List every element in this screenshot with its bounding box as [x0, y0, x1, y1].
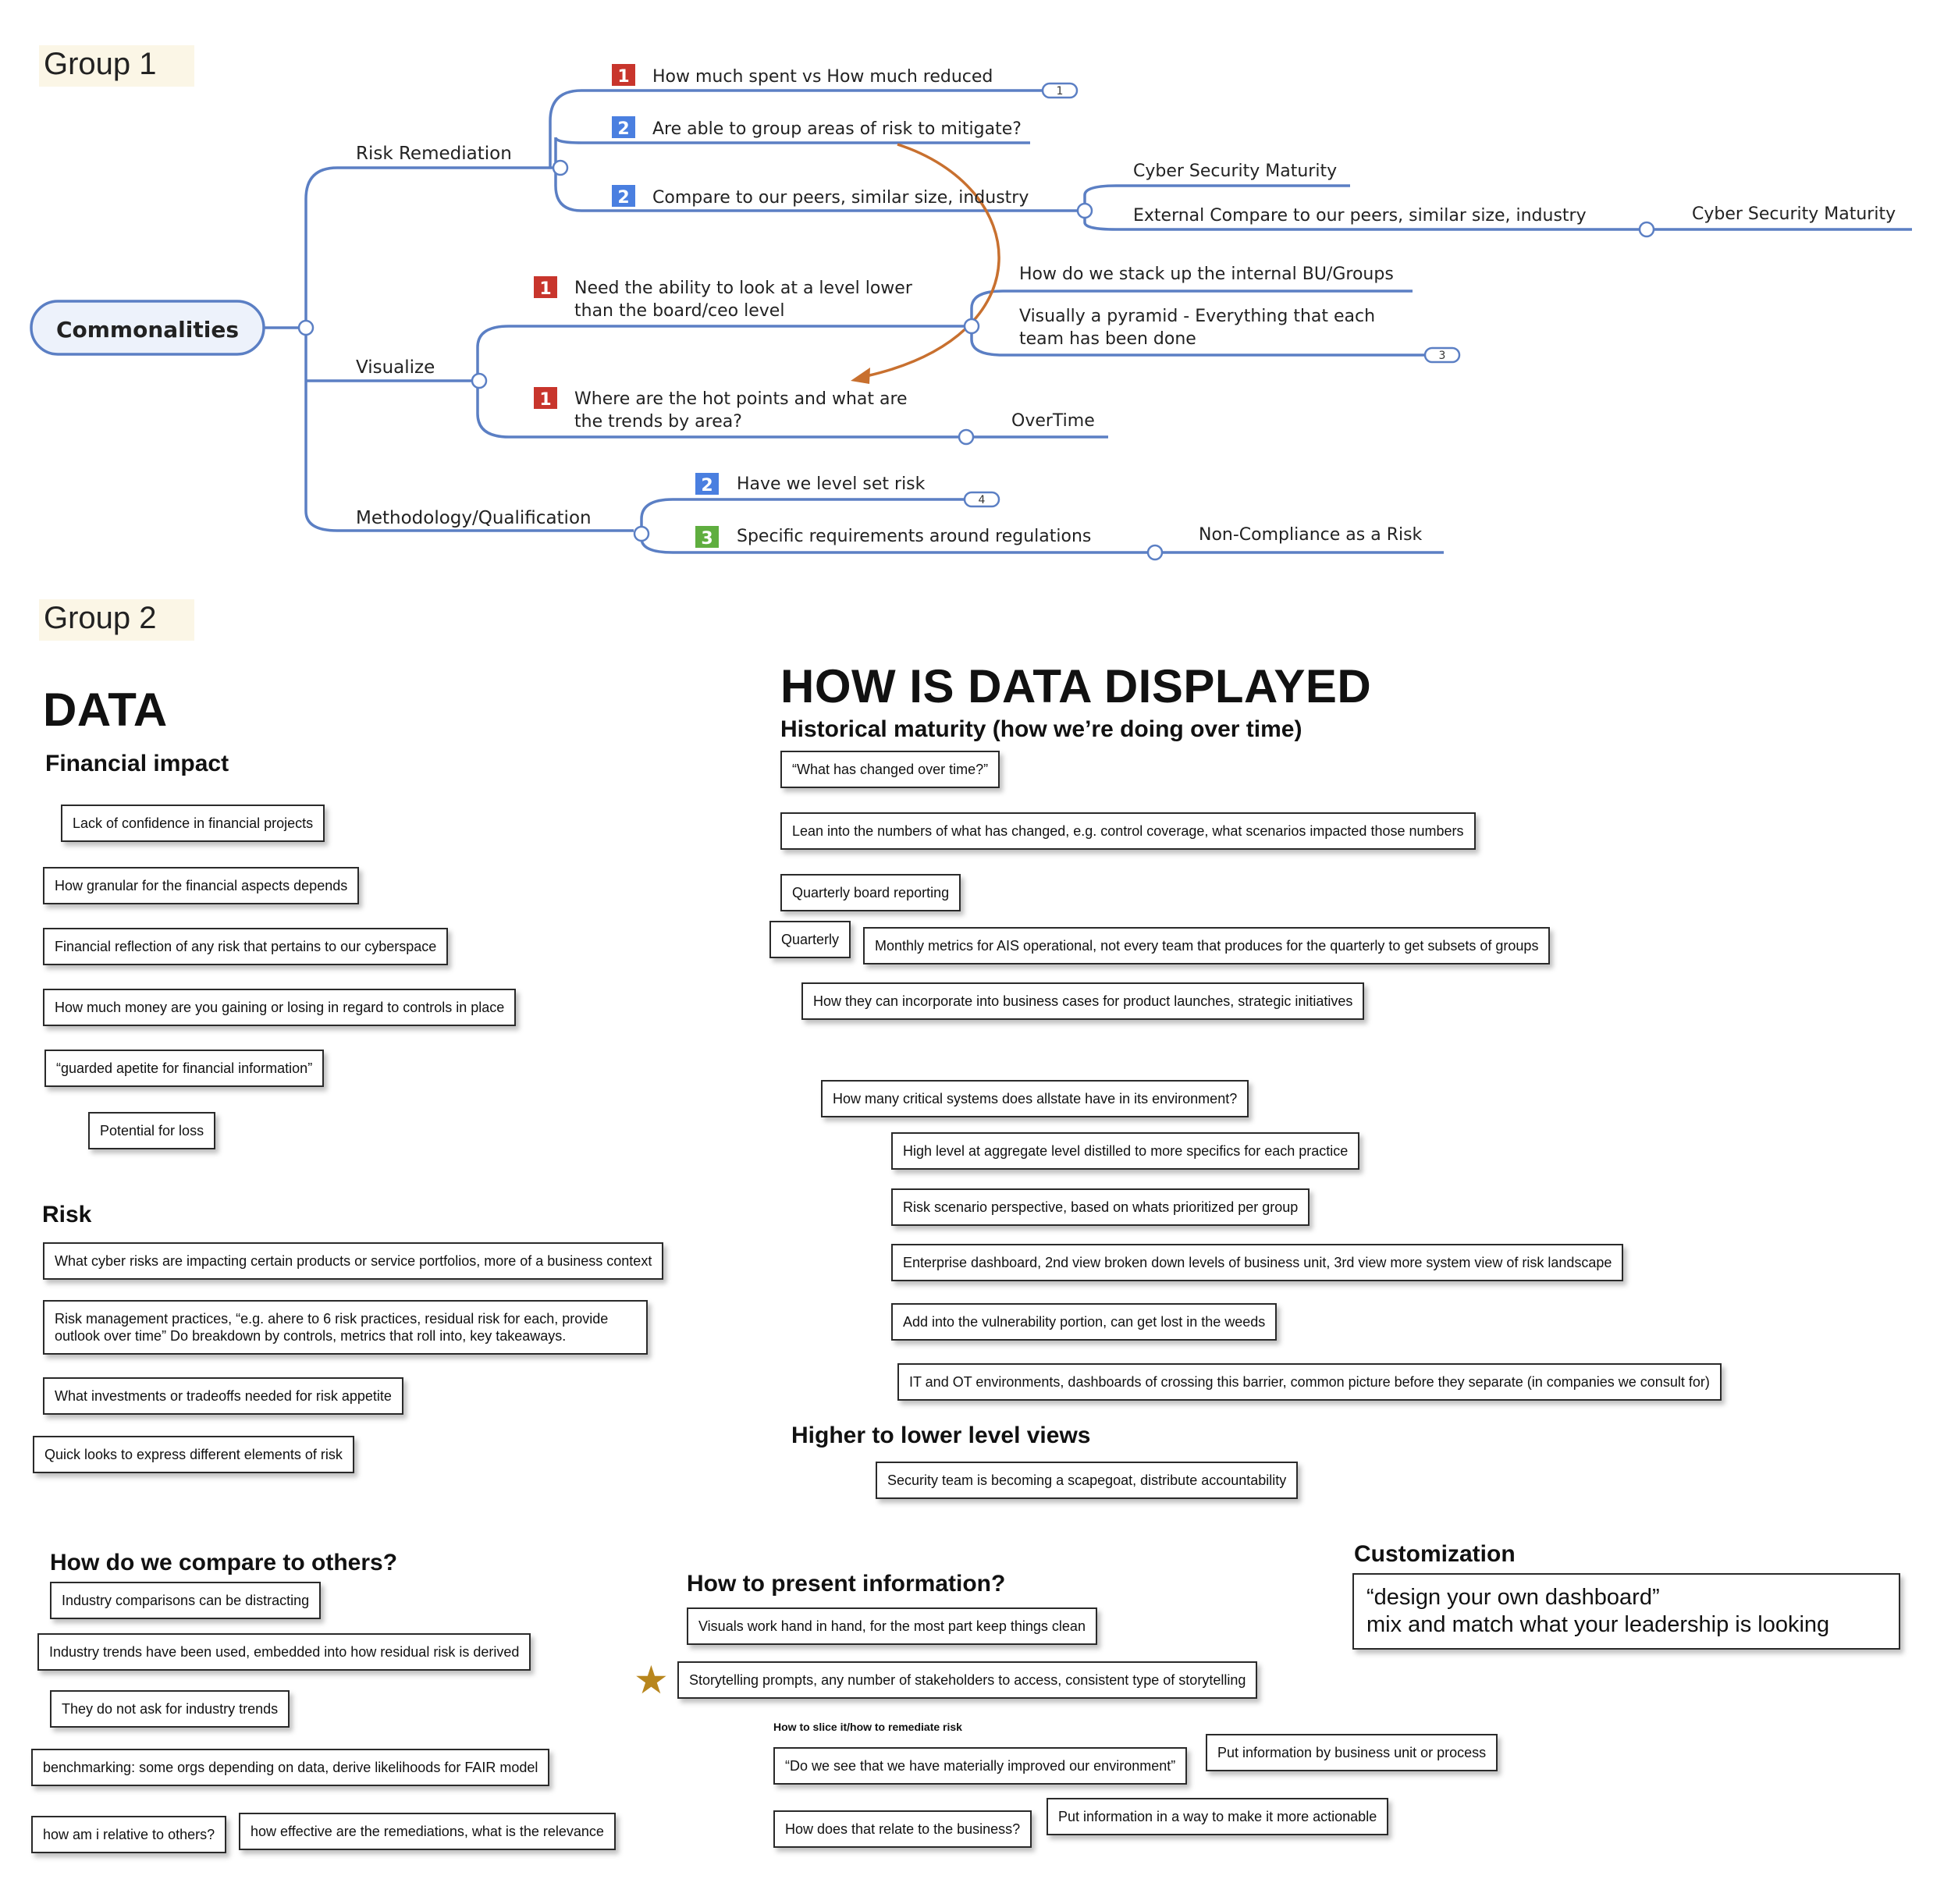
svg-text:3: 3 [701, 529, 713, 549]
historical-note[interactable]: Quarterly board reporting [780, 874, 961, 911]
customization-note[interactable]: “design your own dashboard” mix and matc… [1352, 1573, 1900, 1650]
count-1: 1 [1057, 85, 1064, 98]
compare-note[interactable]: how effective are the remediations, what… [239, 1813, 616, 1850]
vis-item-1-line2: than the board/ceo level [574, 301, 784, 321]
risk-note[interactable]: What cyber risks are impacting certain p… [43, 1242, 664, 1280]
risk-note[interactable]: What investments or tradeoffs needed for… [43, 1377, 403, 1415]
branch-risk-remediation: Risk Remediation [356, 144, 512, 164]
present-note[interactable]: Visuals work hand in hand, for the most … [687, 1607, 1097, 1645]
slice-title: How to slice it/how to remediate risk [773, 1721, 962, 1733]
compare-note[interactable]: how am i relative to others? [31, 1816, 227, 1853]
compare-note[interactable]: benchmarking: some orgs depending on dat… [31, 1749, 550, 1786]
historical-note[interactable]: Monthly metrics for AIS operational, not… [863, 927, 1551, 964]
historical-note[interactable]: Add into the vulnerability portion, can … [891, 1303, 1278, 1341]
meth-item-1: Have we level set risk [737, 474, 926, 494]
customization-line-2: mix and match what your leadership is lo… [1366, 1612, 1830, 1637]
rr-compare-child-1: Cyber Security Maturity [1133, 162, 1337, 181]
collapse-nodes[interactable] [297, 159, 1655, 561]
compare-note[interactable]: They do not ask for industry trends [50, 1690, 290, 1728]
rr-compare-child-2: External Compare to our peers, similar s… [1133, 206, 1587, 226]
slice-note[interactable]: “Do we see that we have materially impro… [773, 1747, 1188, 1785]
root-label: Commonalities [56, 317, 239, 343]
present-note[interactable]: Storytelling prompts, any number of stak… [677, 1661, 1258, 1699]
vis-overtime: OverTime [1011, 411, 1095, 431]
display-title: HOW IS DATA DISPLAYED [780, 660, 1372, 712]
arrow-head [851, 368, 870, 384]
svg-text:1: 1 [539, 279, 551, 299]
financial-impact-title: Financial impact [45, 751, 229, 776]
count-3: 3 [1439, 350, 1446, 362]
customization-line-1: “design your own dashboard” [1366, 1585, 1660, 1610]
historical-note[interactable]: Enterprise dashboard, 2nd view broken do… [891, 1244, 1624, 1281]
slice-note[interactable]: Put information in a way to make it more… [1047, 1798, 1389, 1835]
group-1-label: Group 1 [39, 45, 194, 87]
historical-note[interactable]: Quarterly [769, 921, 851, 958]
risk-note[interactable]: Risk management practices, “e.g. ahere t… [43, 1300, 648, 1355]
financial-note[interactable]: Lack of confidence in financial projects [61, 805, 325, 842]
vis-child-1: How do we stack up the internal BU/Group… [1019, 265, 1394, 284]
count-pills[interactable]: 1 3 4 [963, 82, 1461, 508]
rr-item-2: Are able to group areas of risk to mitig… [652, 119, 1022, 139]
historical-note[interactable]: “What has changed over time?” [780, 751, 1000, 788]
vis-child-2-line2: team has been done [1019, 329, 1196, 349]
vis-item-2-line1: Where are the hot points and what are [574, 389, 908, 409]
historical-note[interactable]: How many critical systems does allstate … [821, 1080, 1249, 1117]
slice-note[interactable]: How does that relate to the business? [773, 1810, 1032, 1848]
mind-map-connectors [264, 89, 1912, 554]
compare-title: How do we compare to others? [50, 1550, 398, 1575]
branch-methodology: Methodology/Qualification [356, 508, 592, 528]
present-title: How to present information? [687, 1571, 1006, 1597]
meth-item-2: Specific requirements around regulations [737, 527, 1091, 546]
historical-note[interactable]: How they can incorporate into business c… [801, 982, 1365, 1020]
higher-lower-note[interactable]: Security team is becoming a scapegoat, d… [876, 1462, 1299, 1499]
higher-lower-title: Higher to lower level views [791, 1423, 1091, 1448]
risk-note[interactable]: Quick looks to express different element… [33, 1436, 354, 1473]
svg-text:2: 2 [701, 476, 713, 496]
rr-compare-grandchild: Cyber Security Maturity [1692, 204, 1896, 224]
mind-map: 1 3 4 Commonalities Risk Remediation Vis… [30, 64, 1912, 561]
svg-text:2: 2 [617, 188, 629, 208]
meth-child: Non-Compliance as a Risk [1199, 525, 1423, 545]
priority-badges: 1 2 2 1 1 2 3 [534, 64, 719, 549]
root-node[interactable] [30, 300, 265, 356]
risk-title: Risk [42, 1202, 92, 1227]
rr-item-1: How much spent vs How much reduced [652, 67, 993, 87]
vis-item-2-line2: the trends by area? [574, 412, 742, 432]
data-title: DATA [43, 684, 168, 736]
vis-item-1-line1: Need the ability to look at a level lowe… [574, 279, 913, 298]
relation-arrow [865, 143, 1000, 378]
financial-note[interactable]: How granular for the financial aspects d… [43, 867, 360, 904]
financial-note[interactable]: Financial reflection of any risk that pe… [43, 928, 449, 965]
historical-note[interactable]: Risk scenario perspective, based on what… [891, 1188, 1310, 1226]
financial-note[interactable]: Potential for loss [88, 1112, 216, 1149]
slice-note[interactable]: Put information by business unit or proc… [1206, 1734, 1498, 1771]
rr-item-3: Compare to our peers, similar size, indu… [652, 188, 1029, 208]
historical-maturity-title: Historical maturity (how we’re doing ove… [780, 716, 1302, 742]
branch-visualize: Visualize [356, 357, 435, 378]
customization-title: Customization [1354, 1541, 1516, 1567]
historical-note[interactable]: Lean into the numbers of what has change… [780, 812, 1476, 850]
group-2-label: Group 2 [39, 599, 194, 641]
compare-note[interactable]: Industry trends have been used, embedded… [37, 1633, 531, 1671]
historical-note[interactable]: IT and OT environments, dashboards of cr… [897, 1363, 1722, 1401]
count-4: 4 [979, 494, 986, 506]
compare-note[interactable]: Industry comparisons can be distracting [50, 1582, 322, 1619]
svg-text:1: 1 [539, 390, 551, 410]
star-icon: ★ [634, 1658, 669, 1702]
vis-child-2-line1: Visually a pyramid - Everything that eac… [1019, 307, 1375, 326]
financial-note[interactable]: How much money are you gaining or losing… [43, 989, 517, 1026]
historical-note[interactable]: High level at aggregate level distilled … [891, 1132, 1360, 1170]
svg-text:1: 1 [617, 67, 629, 87]
svg-text:2: 2 [617, 119, 629, 139]
financial-note[interactable]: “guarded apetite for financial informati… [44, 1050, 325, 1087]
